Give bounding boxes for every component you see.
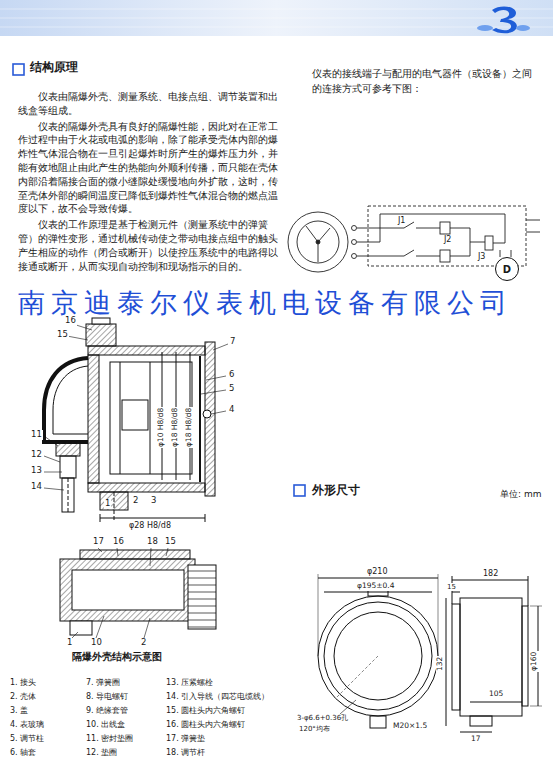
dimension: 3-φ6.6+0.36孔 [296,714,349,722]
dimension: 132 [436,656,445,672]
dimension: 17 [470,735,482,744]
callout-number: 4 [228,405,235,415]
parts-list-item: 2. 壳体 [10,692,36,701]
parts-list-item: 5. 调节柱 [10,734,44,743]
callout-number: 1 [104,499,111,509]
dimension: 182 [482,569,499,578]
dimension: φ10 H8/d8 [157,407,166,448]
parts-list-item: 11. 密封垫圈 [86,734,133,743]
parts-list-item: 8. 导电螺钉 [86,692,128,701]
parts-list-item: 1. 接头 [10,678,36,687]
parts-list-item: 10. 出线盒 [86,720,125,729]
callout-number: 16 [112,537,125,547]
callout-number: 3 [150,496,157,506]
logo [477,6,530,33]
parts-list-item: 7. 弹簧圈 [86,678,120,687]
body-paragraph: 仪表的工作原理是基于检测元件（测量系统中的弹簧管）的弹性变形，通过机械传动使之带… [18,218,280,273]
parts-list-item: 12. 垫圈 [86,748,117,757]
callout-number: 2 [140,638,147,648]
callout-number: 12 [30,450,43,460]
dimension: 120°均布 [298,725,331,733]
callout-number: 15 [56,330,69,340]
housing-section [44,318,228,522]
relay-label: J3 [478,252,485,261]
motor-label: D [503,264,511,275]
callout-number: 10 [90,638,103,648]
text-column: 仪表由隔爆外壳、测量系统、电接点组、调节装置和出线盒等组成。仪表的隔爆外壳具有良… [18,90,280,275]
parts-list-item: 3. 盖 [10,706,28,715]
parts-list-item: 6. 轴套 [10,748,36,757]
parts-list-item: 18. 调节杆 [166,748,205,757]
dimension: φ195±0.4 [356,582,395,591]
intro-text: 仪表的接线端子与配用的电气器件（或设备）之间的连接方式可参考下图： [312,66,540,96]
callout-number: 13 [30,466,43,476]
dimension: φ210 [366,567,389,576]
relay-label: J1 [398,216,405,225]
parts-list-item: 16. 圆柱头内六角螺钉 [166,720,245,729]
body-paragraph: 仪表由隔爆外壳、测量系统、电接点组、调节装置和出线盒等组成。 [18,90,280,118]
dimension: φ160 [530,651,539,672]
callout-number: 15 [164,537,177,547]
callout-number: 1 [66,638,73,648]
dimension: φ18 H8/d8 [171,407,180,448]
callout-number: 17 [92,537,105,547]
callout-number: 6 [228,370,235,380]
dimension: φ18 H8/d8 [185,407,194,448]
callout-number: 14 [30,482,43,492]
relay-label: J2 [444,235,451,244]
dimension: 105 [488,690,504,699]
callout-number: 18 [146,537,159,547]
outlet-box-section [60,548,216,638]
section-heading: 结构原理 [30,61,78,75]
watermark: 南京迪泰尔仪表机电设备有限公司 [18,287,513,318]
parts-list-item: 4. 表玻璃 [10,720,44,729]
header-band [0,0,553,36]
parts-list-item: 13. 压紧螺栓 [166,678,213,687]
parts-list-item: 14. 引入导线（四芯电缆线） [166,692,269,701]
callout-number: 5 [228,384,235,394]
callout-number: 7 [229,337,236,347]
parts-list-item: 9. 绝缘套管 [86,706,128,715]
parts-list-item: 15. 圆柱头内六角螺钉 [166,706,245,715]
outline-views [318,574,542,732]
section-icon [294,485,305,496]
figure-caption: 隔爆外壳结构示意图 [72,652,162,663]
section-heading: 外形尺寸 [312,484,360,498]
dimension: φ28 H8/d8 [128,521,172,530]
dimension: M20×1.5 [392,722,428,731]
parts-list-item: 17. 弹簧垫 [166,734,205,743]
section-icon [13,64,24,75]
dimension: 15 [446,583,457,591]
callout-number: 11 [30,430,43,440]
motor-symbol: D [495,257,519,281]
callout-number: 16 [64,316,77,326]
unit-note: 单位: mm [500,489,541,499]
callout-number: 2 [132,496,139,506]
body-paragraph: 仪表的隔爆外壳具有良好的隔爆性能，因此对在正常工作过程中由于火花或电弧的影响，除… [18,120,280,217]
